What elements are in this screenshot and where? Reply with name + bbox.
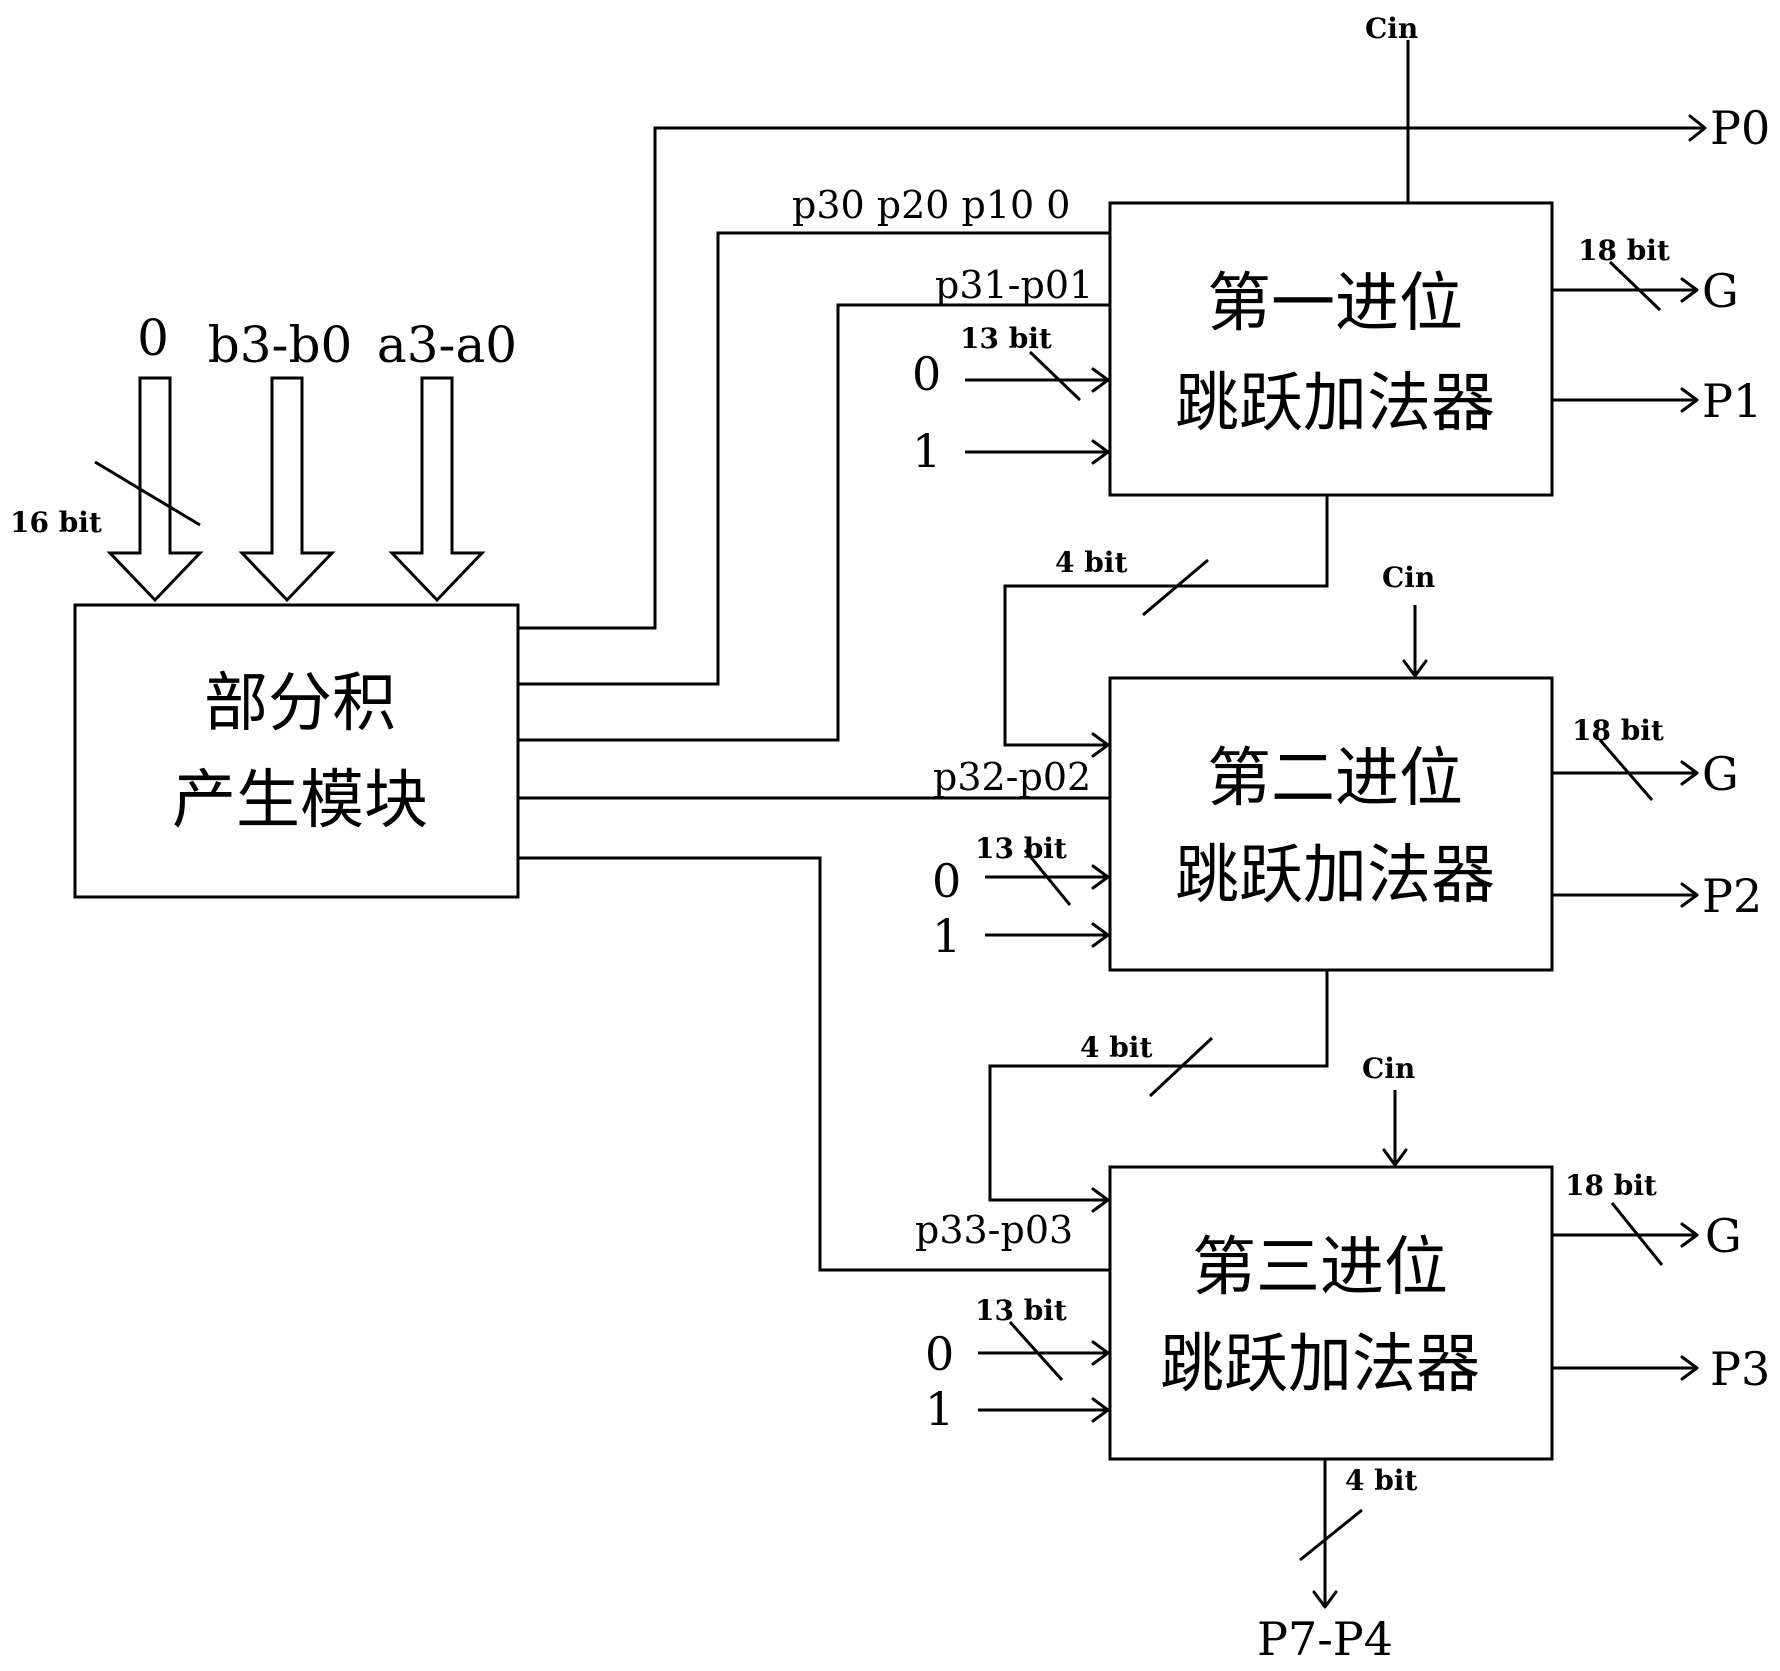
adder1-p-label: P1 [1702, 374, 1762, 428]
adder1-block [1110, 203, 1552, 495]
adder2-label-line1: 第二进位 [1207, 742, 1463, 816]
adder3-width-label: 13 bit [975, 1294, 1067, 1327]
adder3-const0-label: 0 [925, 1327, 954, 1381]
adder3-width-slash [1010, 1322, 1062, 1380]
out-label: P7-P4 [1257, 1612, 1393, 1666]
adder2-const0-label: 0 [932, 854, 961, 908]
adder2-g-width-label: 18 bit [1572, 714, 1664, 747]
adder3-label-line1: 第三进位 [1192, 1231, 1448, 1305]
partial-product-generator-block [75, 605, 518, 897]
input-zero-label: 0 [137, 309, 169, 367]
adder2-const1-label: 1 [932, 909, 961, 963]
p0-label: P0 [1710, 101, 1770, 155]
adder2-cin-label: Cin [1382, 561, 1435, 594]
adder1-sig-wire [518, 305, 1110, 740]
adder3-p-label: P3 [1710, 1342, 1770, 1396]
input-zero-arrow [110, 378, 200, 600]
input-a-arrow [392, 378, 482, 600]
adder1-g-width-slash [1610, 262, 1660, 310]
adder3-block [1110, 1167, 1552, 1459]
adder1-label-line1: 第一进位 [1207, 267, 1463, 341]
adder1-cin-label: Cin [1365, 12, 1418, 45]
adder2-g-label: G [1702, 747, 1739, 801]
adder1-label-line2: 跳跃加法器 [1175, 367, 1495, 441]
ppg-label-line1: 部分积 [204, 667, 396, 741]
adder1-g-width-label: 18 bit [1578, 234, 1670, 267]
input-width-label: 16 bit [10, 506, 102, 539]
carry23-width-label: 4 bit [1080, 1031, 1152, 1064]
adder1-const0-label: 0 [912, 347, 941, 401]
adder1-g-label: G [1702, 264, 1739, 318]
adder2-sig-label: p32-p02 [933, 755, 1091, 799]
adder2-width-label: 13 bit [975, 832, 1067, 865]
adder3-const1-label: 1 [925, 1382, 954, 1436]
adder3-sig-label: p33-p03 [915, 1208, 1073, 1252]
out-width-slash [1300, 1510, 1362, 1560]
adder2-label-line2: 跳跃加法器 [1175, 839, 1495, 913]
adder3-g-label: G [1705, 1209, 1742, 1263]
carry12-width-label: 4 bit [1055, 546, 1127, 579]
input-b-arrow [242, 378, 332, 600]
input-a-label: a3-a0 [377, 316, 517, 374]
adder3-label-line2: 跳跃加法器 [1160, 1328, 1480, 1402]
ppg-label-line2: 产生模块 [172, 764, 428, 838]
adder1-sig-label: p31-p01 [935, 263, 1093, 307]
adder3-cin-label: Cin [1362, 1052, 1415, 1085]
top-signals-label: p30 p20 p10 0 [792, 183, 1070, 227]
adder1-width-label: 13 bit [960, 322, 1052, 355]
adder3-g-width-label: 18 bit [1565, 1169, 1657, 1202]
adder1-width-slash [1030, 352, 1080, 400]
adder1-const1-label: 1 [912, 424, 941, 478]
adder2-g-width-slash [1600, 740, 1652, 800]
adder2-block [1110, 678, 1552, 970]
input-b-label: b3-b0 [208, 316, 353, 374]
out-width-label: 4 bit [1345, 1464, 1417, 1497]
adder2-p-label: P2 [1702, 869, 1762, 923]
